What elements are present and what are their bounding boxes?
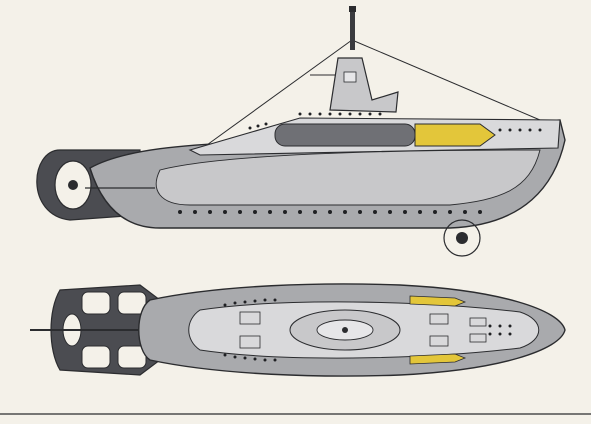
top-torpedo-tips	[409, 295, 467, 365]
side-torpedo	[274, 123, 496, 147]
top-superstructure	[289, 309, 401, 351]
hull-light-section	[155, 149, 541, 206]
side-portholes	[178, 112, 542, 214]
side-view	[36, 6, 566, 257]
top-hatches	[239, 311, 487, 349]
conning-tower	[329, 57, 399, 113]
top-portholes	[223, 298, 512, 362]
periscope	[349, 6, 356, 50]
bow-wheel	[443, 219, 481, 257]
top-view	[30, 283, 566, 377]
tower-window	[343, 71, 357, 83]
